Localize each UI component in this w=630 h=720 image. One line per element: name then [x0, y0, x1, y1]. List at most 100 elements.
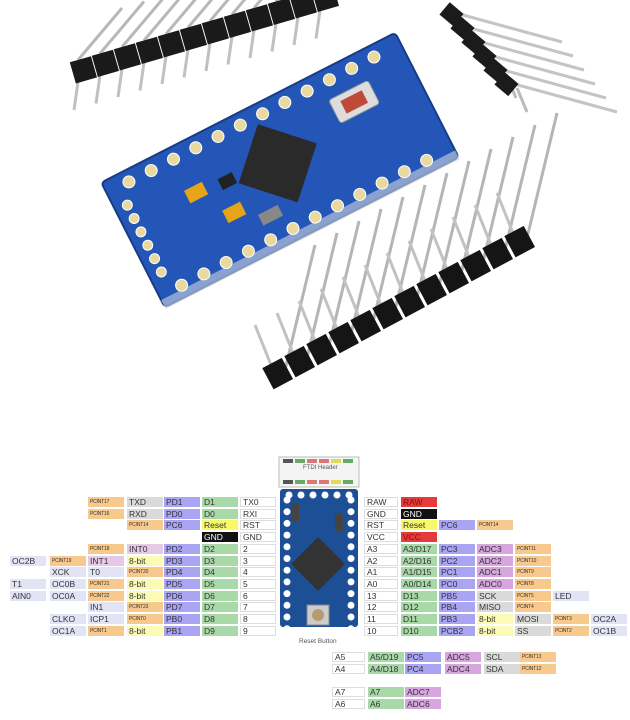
pin-label-pin: RST	[240, 520, 276, 531]
pin-label-pcint: PCINT0	[127, 614, 163, 624]
pin-label-digital: D8	[202, 614, 238, 624]
pin-label-pcint: PCINT20	[127, 567, 163, 578]
pin-label-gray: TXD	[127, 497, 163, 507]
pin-label-digital: A5/D19	[368, 652, 404, 662]
pin-label-gray: RXD	[127, 508, 163, 519]
pin-label-pin: A7	[332, 687, 365, 697]
pin-label-digital: D13	[401, 590, 437, 601]
pin-label-alt: AIN0	[10, 590, 46, 601]
pin-label-pin: RAW	[364, 497, 398, 507]
pin-label-adc: ADC0	[477, 578, 513, 589]
pin-label-pcint: PCINT22	[88, 590, 124, 601]
pin-label-digital: D1	[202, 497, 238, 507]
pin-label-port: PC2	[439, 555, 475, 566]
pin-label-pin: A1	[364, 567, 398, 578]
pin-label-pcint: PCINT5	[515, 590, 551, 601]
pin-header-top-left	[69, 0, 340, 111]
pin-label-pin: 4	[240, 567, 276, 578]
pin-label-int: INT0	[127, 543, 163, 554]
pin-label-reset: Reset	[401, 520, 437, 531]
pin-label-gray: SDA	[484, 664, 520, 674]
pin-label-int: INT1	[88, 555, 124, 566]
pin-label-port: PD6	[164, 590, 200, 601]
pin-label-port: PCB2	[439, 625, 475, 636]
pin-label-port: PD2	[164, 543, 200, 554]
pin-label-digital: D12	[401, 602, 437, 613]
ftdi-header-label: FTDI Header	[303, 465, 338, 471]
pin-label-pcint: PCINT3	[553, 614, 589, 624]
pin-label-pin: A6	[332, 699, 365, 709]
pin-label-alt: LED	[553, 590, 589, 601]
pin-label-port: PC6	[439, 520, 475, 531]
pin-label-pcint: PCINT10	[515, 555, 551, 566]
pin-label-alt: OC1B	[591, 625, 627, 636]
pin-label-ground: GND	[202, 532, 238, 543]
pin-label-pcint: PCINT17	[88, 497, 124, 507]
pin-label-port: PC5	[405, 652, 441, 662]
pin-label-pin: A3	[364, 543, 398, 554]
pin-header-right-angle	[439, 2, 618, 114]
pin-label-pcint: PCINT14	[127, 520, 163, 531]
pin-label-pin: RXI	[240, 508, 276, 519]
pin-label-port: PC0	[439, 578, 475, 589]
pin-label-pin: 3	[240, 555, 276, 566]
pin-label-pin: 6	[240, 590, 276, 601]
pin-label-port: PD3	[164, 555, 200, 566]
pin-label-adc: ADC6	[405, 699, 441, 709]
pin-label-digital: D2	[202, 543, 238, 554]
pin-label-pcint: PCINT11	[515, 543, 551, 554]
pin-label-pin: A5	[332, 652, 365, 662]
pin-label-gray: SCK	[477, 590, 513, 601]
pin-label-alt: OC2A	[591, 614, 627, 624]
pin-label-port: PD0	[164, 508, 200, 519]
pin-label-digital: A2/D16	[401, 555, 437, 566]
pin-label-digital: D9	[202, 625, 238, 636]
pin-label-digital: D6	[202, 590, 238, 601]
pin-label-pin: 10	[364, 625, 398, 636]
pin-label-alt: T0	[88, 567, 124, 578]
pin-label-port: PC3	[439, 543, 475, 554]
pin-label-alt: ICP1	[88, 614, 124, 624]
pin-label-digital: A0/D14	[401, 578, 437, 589]
pin-label-gray: MISO	[477, 602, 513, 613]
pin-label-port: PB0	[164, 614, 200, 624]
pin-label-power: RAW	[401, 497, 437, 507]
reset-button-label: Reset Button	[299, 638, 337, 645]
microcontroller-chip	[238, 124, 317, 203]
pin-label-pin: TX0	[240, 497, 276, 507]
pin-label-digital: D7	[202, 602, 238, 613]
pin-label-pin: 2	[240, 543, 276, 554]
pin-label-pcint: PCINT13	[520, 652, 556, 662]
pin-label-pcint: PCINT12	[520, 664, 556, 674]
pin-label-digital: A6	[368, 699, 404, 709]
pin-label-alt: OC1A	[50, 625, 86, 636]
pin-label-pin: A4	[332, 664, 365, 674]
pin-label-port: PB3	[439, 614, 475, 624]
pin-label-alt: OC2B	[10, 555, 46, 566]
pin-label-digital: D11	[401, 614, 437, 624]
pin-label-pcint: PCINT1	[88, 625, 124, 636]
product-photo	[69, 0, 618, 390]
pin-label-pin: 7	[240, 602, 276, 613]
pin-label-digital: A1/D15	[401, 567, 437, 578]
pin-label-alt: CLKO	[50, 614, 86, 624]
pin-label-gray: MOSI	[515, 614, 551, 624]
pin-label-digital: D0	[202, 508, 238, 519]
pin-label-pcint: PCINT16	[88, 508, 124, 519]
pin-label-bit: 8-bit	[127, 590, 163, 601]
pin-label-port: PB1	[164, 625, 200, 636]
pin-label-alt: OC0A	[50, 590, 86, 601]
pin-label-pcint: PCINT8	[515, 578, 551, 589]
pin-label-alt: IN1	[88, 602, 124, 613]
pin-label-digital: D10	[401, 625, 437, 636]
pin-label-pin: GND	[240, 532, 276, 543]
pin-label-pcint: PCINT19	[50, 555, 86, 566]
pin-label-adc: ADC4	[445, 664, 481, 674]
pin-label-pin: A2	[364, 555, 398, 566]
pin-header-bottom	[253, 112, 559, 390]
pin-label-pin: RST	[364, 520, 398, 531]
pin-label-pcint: PCINT21	[88, 578, 124, 589]
pin-label-pin: 8	[240, 614, 276, 624]
pin-label-pin: VCC	[364, 532, 398, 543]
pin-label-adc: ADC7	[405, 687, 441, 697]
